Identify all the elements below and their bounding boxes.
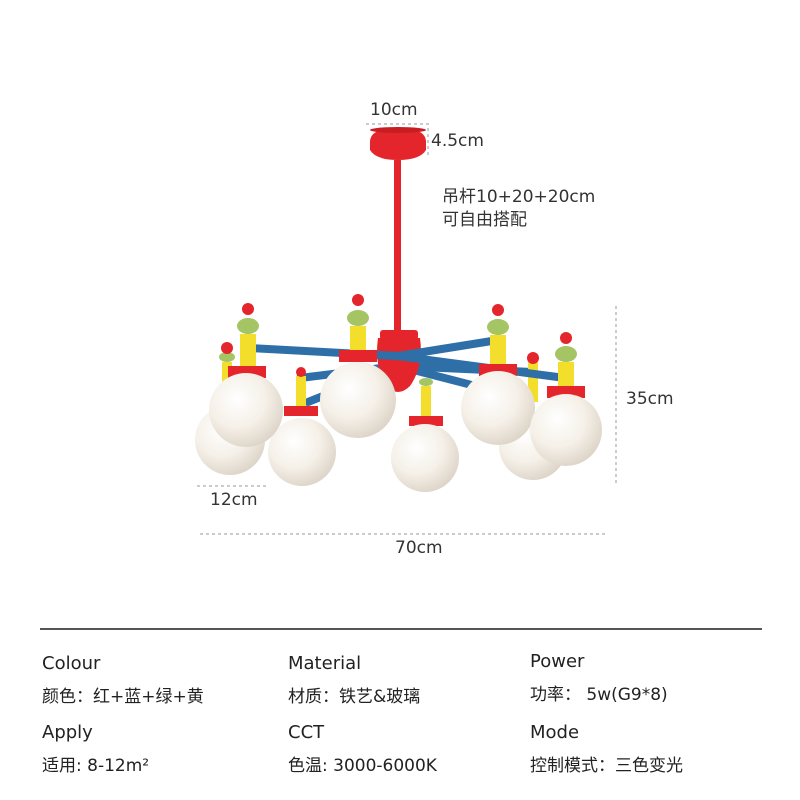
globe-diameter-label: 12cm xyxy=(210,490,258,510)
spec-value: 控制模式：三色变光 xyxy=(530,756,683,776)
spec-colour: Colour 颜色：红+蓝+绿+黄 xyxy=(42,653,204,707)
spec-mode: Mode 控制模式：三色变光 xyxy=(530,722,683,776)
spec-title: Apply xyxy=(42,722,93,743)
canopy-width-label: 10cm xyxy=(370,100,418,120)
spec-cct: CCT 色温: 3000-6000K xyxy=(288,722,437,776)
lamp-mid-left xyxy=(268,367,336,486)
lamp-mid-center xyxy=(391,378,459,492)
rod-length-text: 吊杆10+20+20cm xyxy=(442,187,596,207)
spec-apply: Apply 适用: 8-12m² xyxy=(42,722,149,776)
spec-material: Material 材质：铁艺&玻璃 xyxy=(288,653,420,707)
spec-value: 适用: 8-12m² xyxy=(42,756,150,776)
spec-title: Mode xyxy=(530,722,580,743)
spec-title: Material xyxy=(288,653,362,674)
lamp-front-center xyxy=(320,294,396,438)
rod-note: 吊杆10+20+20cm 可自由搭配 xyxy=(442,186,595,232)
lamp-front-right xyxy=(461,304,535,445)
canopy xyxy=(370,127,426,160)
spec-value: 颜色：红+蓝+绿+黄 xyxy=(42,687,204,707)
suspension-rod xyxy=(394,160,401,332)
rod-combination-text: 可自由搭配 xyxy=(442,210,527,230)
spec-title: Power xyxy=(530,651,585,672)
spec-value: 功率： 5w(G9*8) xyxy=(530,685,668,705)
height-label: 35cm xyxy=(626,389,674,409)
spec-title: Colour xyxy=(42,653,101,674)
lamp-far-right xyxy=(530,332,602,466)
spec-title: CCT xyxy=(288,722,325,743)
canopy-height-label: 4.5cm xyxy=(431,131,484,151)
spec-power: Power 功率： 5w(G9*8) xyxy=(530,651,668,705)
spec-value: 材质：铁艺&玻璃 xyxy=(288,687,421,707)
spec-value: 色温: 3000-6000K xyxy=(288,756,437,776)
lamp-front-left xyxy=(209,303,283,447)
dimension-guides xyxy=(197,123,617,535)
divider xyxy=(40,628,762,630)
width-label: 70cm xyxy=(395,538,443,558)
